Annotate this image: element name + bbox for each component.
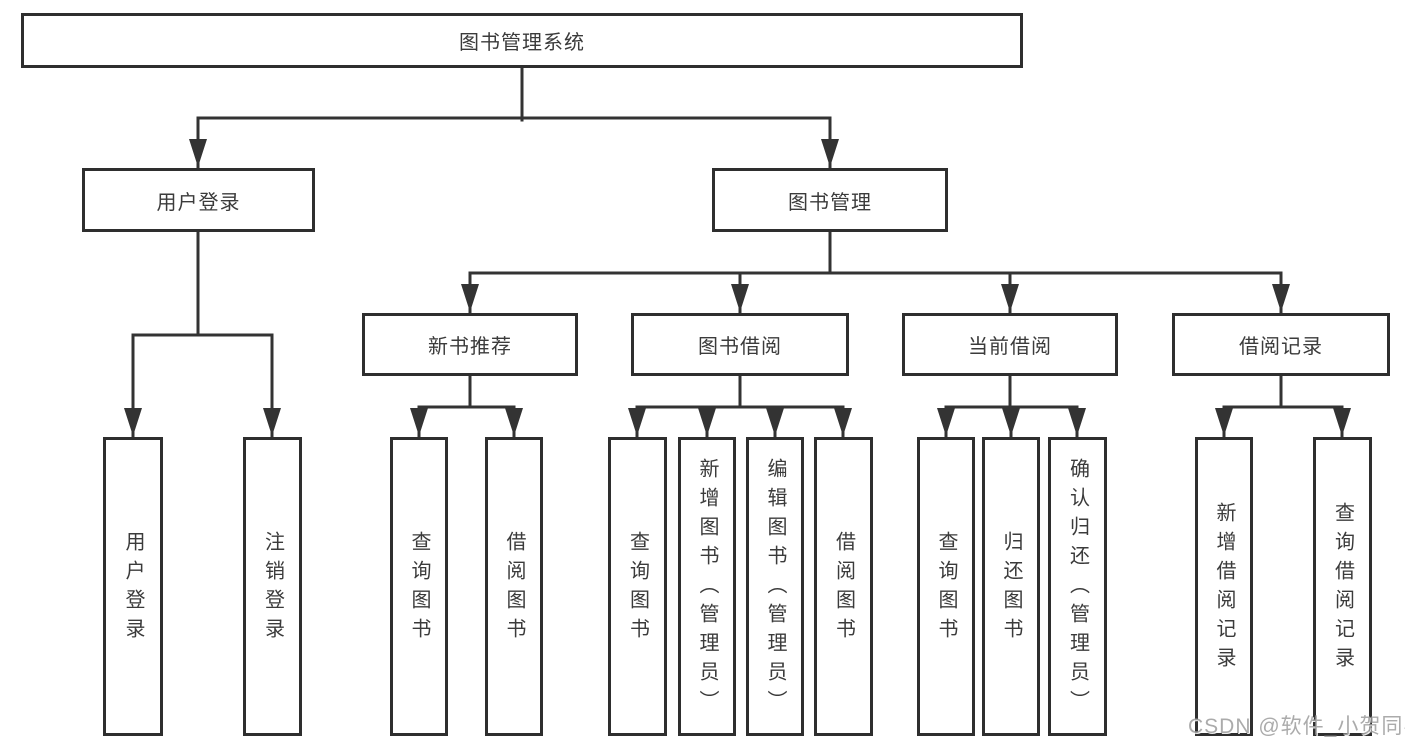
node-leaf-borrow-books: 借阅图书 bbox=[814, 437, 873, 736]
node-book-management: 图书管理 bbox=[712, 168, 948, 232]
csdn-watermark: CSDN @软件_小贺同学 bbox=[1188, 715, 1405, 738]
node-user-login: 用户登录 bbox=[82, 168, 315, 232]
connector-lines bbox=[131, 64, 1344, 439]
node-library-management-system: 图书管理系统 bbox=[21, 13, 1023, 68]
node-leaf-query-books-recommend: 查询图书 bbox=[390, 437, 448, 736]
node-leaf-edit-books-admin: 编辑图书（管理员） bbox=[746, 437, 804, 736]
node-new-book-recommendation: 新书推荐 bbox=[362, 313, 578, 376]
node-leaf-return-books: 归还图书 bbox=[982, 437, 1040, 736]
node-leaf-add-books-admin: 新增图书（管理员） bbox=[678, 437, 736, 736]
node-leaf-query-books-borrowing: 查询图书 bbox=[608, 437, 667, 736]
node-current-borrowing: 当前借阅 bbox=[902, 313, 1118, 376]
node-leaf-confirm-return-admin: 确认归还（管理员） bbox=[1048, 437, 1107, 736]
node-leaf-borrow-books-recommend: 借阅图书 bbox=[485, 437, 543, 736]
arrowhead-icons bbox=[124, 139, 1351, 436]
node-leaf-logout: 注销登录 bbox=[243, 437, 302, 736]
node-borrowing-records: 借阅记录 bbox=[1172, 313, 1390, 376]
node-leaf-query-books-current: 查询图书 bbox=[917, 437, 975, 736]
node-leaf-user-login: 用户登录 bbox=[103, 437, 163, 736]
node-book-borrowing: 图书借阅 bbox=[631, 313, 849, 376]
node-leaf-add-borrow-record: 新增借阅记录 bbox=[1195, 437, 1253, 736]
node-leaf-query-borrow-record: 查询借阅记录 bbox=[1313, 437, 1372, 736]
